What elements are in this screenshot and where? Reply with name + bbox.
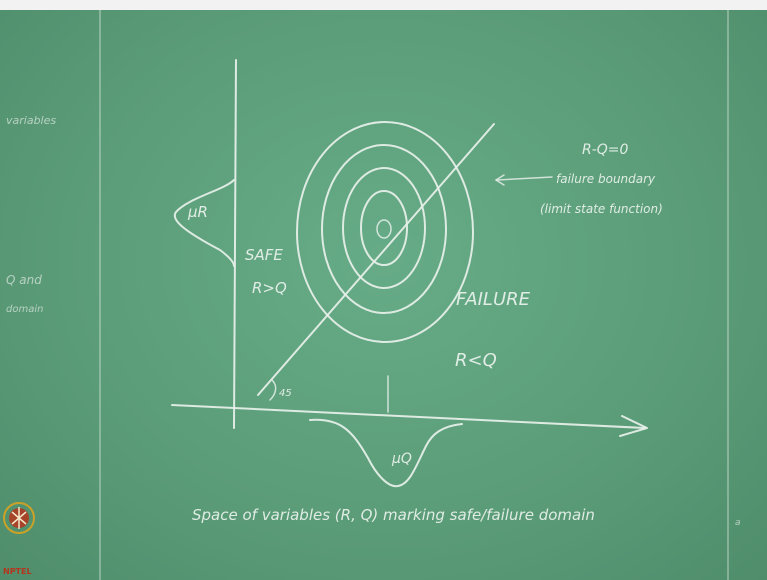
nptel-logo: NPTEL [2,490,36,578]
horizontal-axis-distribution-curve [309,418,463,488]
boundary-annotation-arrowhead [494,174,505,186]
failure-label: FAILURE [456,289,531,310]
left-board-text-1: variables [6,114,56,127]
board-panel-divider-right [727,10,729,580]
horizontal-axis [171,404,646,429]
contour-ellipse-2 [321,144,447,314]
contour-ellipse-4 [360,190,408,266]
contour-ellipse-1 [296,121,474,343]
contour-ellipse-center [376,219,392,239]
contour-ellipse-3 [342,167,426,289]
boundary-note: (limit state function) [540,202,663,216]
horizontal-axis-arrowhead [619,415,648,437]
mu-q-label: μQ [391,451,412,467]
nptel-logo-graphic: NPTEL [3,502,35,576]
failure-condition: R<Q [455,350,497,371]
safe-label: SAFE [245,246,283,264]
angle-arc [269,379,277,401]
logo-spokes [11,507,27,529]
right-edge-mark: a [735,518,741,528]
diagram-caption: Space of variables (R, Q) marking safe/f… [192,506,595,524]
logo-text: NPTEL [3,567,32,576]
mu-r-label: μR [187,203,208,221]
board-top-frame [0,0,767,10]
safe-condition: R>Q [252,279,287,297]
failure-boundary-line [257,123,495,396]
boundary-annotation-arrow [496,176,553,181]
boundary-equation: R-Q=0 [582,142,629,158]
vertical-axis-distribution-curve [173,179,235,267]
boundary-name: failure boundary [556,172,656,186]
left-board-text-3: domain [6,304,43,315]
left-board-text-2: Q and [6,273,42,287]
angle-label: 45 [279,388,292,399]
vertical-axis [233,59,237,429]
logo-ring [3,502,35,534]
board-panel-divider-left [99,10,101,580]
